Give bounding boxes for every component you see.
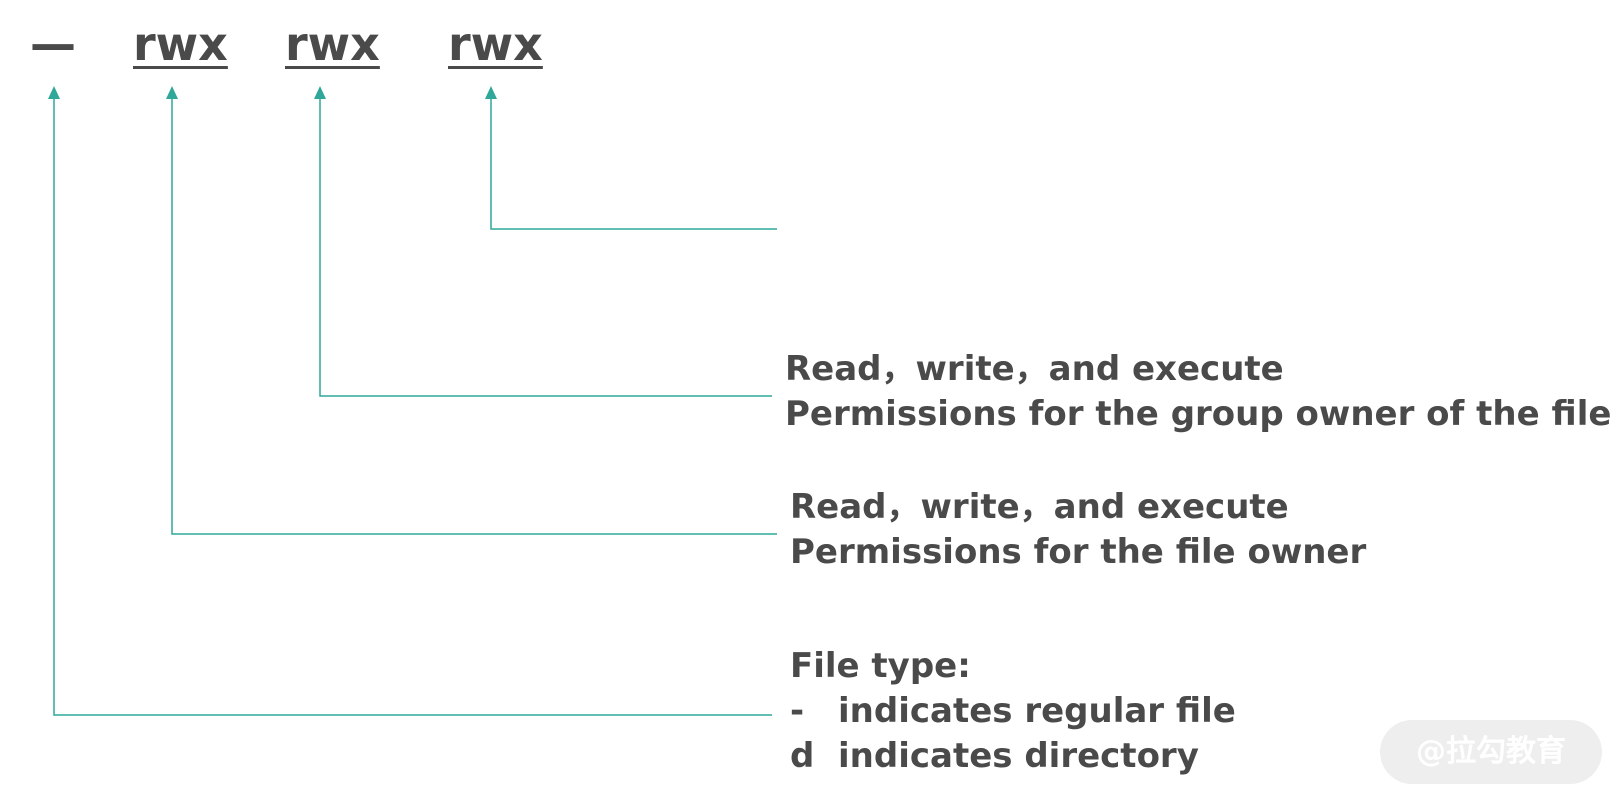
file-type-regular: -indicates regular file	[790, 689, 1236, 734]
owner-permissions: rwx	[133, 17, 228, 71]
connector-owner	[171, 96, 777, 535]
owner-label-line2: Permissions for the file owner	[790, 532, 1367, 572]
others-permissions: rwx	[448, 17, 543, 71]
arrowhead-owner	[166, 86, 178, 99]
file-type-title: File type:	[790, 646, 971, 686]
group-label-line2: Permissions for the group owner of the f…	[785, 394, 1612, 434]
file-type-symbol: —	[30, 17, 76, 71]
arrowhead-group	[314, 86, 326, 99]
connector-file-type	[53, 96, 772, 716]
watermark: @拉勾教育	[1380, 720, 1602, 784]
file-type-regular-desc: indicates regular file	[838, 691, 1236, 731]
group-label: Read，write，and execute Permissions for t…	[785, 347, 1611, 437]
connector-group	[319, 96, 772, 397]
connector-others	[490, 96, 777, 230]
arrowhead-file-type	[48, 86, 60, 99]
arrowhead-others	[485, 86, 497, 99]
file-type-directory: d indicates directory	[790, 734, 1236, 779]
file-type-directory-desc: indicates directory	[838, 736, 1199, 776]
group-label-line1: Read，write，and execute	[785, 349, 1284, 389]
owner-label-line1: Read，write，and execute	[790, 487, 1289, 527]
file-type-directory-key: d	[790, 736, 815, 776]
owner-label: Read，write，and execute Permissions for t…	[790, 485, 1366, 575]
file-type-regular-key: -	[790, 691, 805, 731]
group-permissions: rwx	[285, 17, 380, 71]
